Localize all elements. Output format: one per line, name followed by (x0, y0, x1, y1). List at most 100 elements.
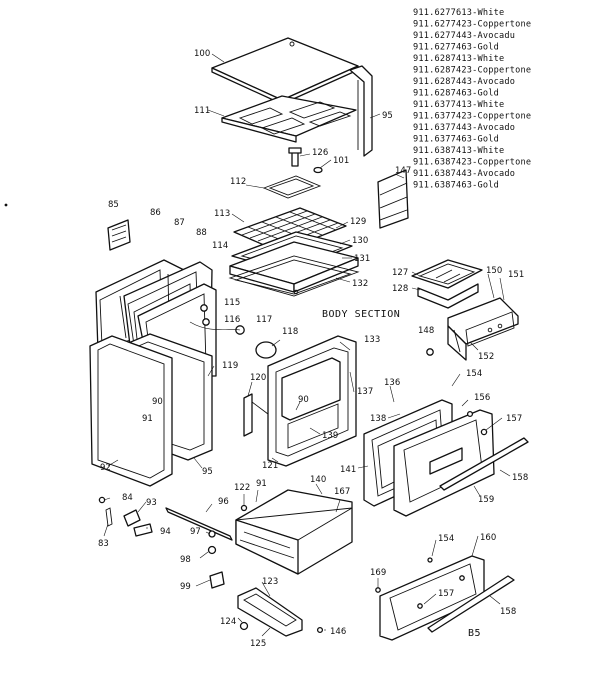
callout-95-lower: 95 (202, 467, 213, 477)
model-4: 911.6277463-Gold (413, 43, 499, 53)
model-10: 911.6377423-Coppertone (413, 112, 531, 122)
callout-154-lower: 154 (438, 534, 454, 544)
model-11: 911.6377443-Avocado (413, 123, 515, 133)
callout-152: 152 (478, 352, 494, 362)
page-code: B5 (468, 628, 481, 639)
callout-112: 112 (230, 177, 246, 187)
callout-84: 84 (122, 493, 133, 503)
parts-154-169 (375, 557, 465, 609)
callout-157-lower: 157 (438, 589, 454, 599)
callout-119: 119 (222, 361, 238, 371)
callout-113: 113 (214, 209, 230, 219)
model-list: 911.6277613-White 911.6277423-Coppertone… (413, 8, 531, 191)
callout-114: 114 (212, 241, 228, 251)
callout-141: 141 (340, 465, 356, 475)
control-panel-150-151-152 (447, 297, 519, 361)
model-15: 911.6387443-Avocado (413, 169, 515, 179)
broiler-drawer-frame-132 (228, 255, 360, 297)
callout-122: 122 (234, 483, 250, 493)
callout-101: 101 (333, 156, 349, 166)
callout-117: 117 (256, 315, 272, 325)
door-outer-159 (393, 409, 495, 517)
model-9: 911.6377413-White (413, 100, 504, 110)
callout-88: 88 (196, 228, 207, 238)
hardware-83-84-93-94 (98, 496, 153, 537)
callout-83: 83 (98, 539, 109, 549)
model-14: 911.6387423-Coppertone (413, 158, 531, 168)
callout-136: 136 (384, 378, 400, 388)
callout-137: 137 (357, 387, 373, 397)
cooktop-100 (211, 37, 359, 105)
thermostat-bulb-126 (288, 147, 302, 167)
callout-118: 118 (282, 327, 298, 337)
callout-160: 160 (480, 533, 496, 543)
fasteners-97-98 (207, 530, 217, 555)
kickplate-99 (209, 571, 225, 589)
handle-158-lower (427, 575, 515, 633)
foot-124 (239, 621, 249, 631)
sub-panel-111 (221, 95, 357, 143)
section-title: BODY SECTION (322, 309, 400, 320)
callout-130: 130 (352, 236, 368, 246)
callout-91-side: 91 (142, 414, 153, 424)
model-13: 911.6387413-White (413, 146, 504, 156)
callout-139: 139 (322, 431, 338, 441)
callout-100: 100 (194, 49, 210, 59)
model-1: 911.6277613-White (413, 8, 504, 18)
callout-97: 97 (190, 527, 201, 537)
clip-101 (313, 166, 323, 174)
callout-90-door: 90 (298, 395, 309, 405)
model-16: 911.6387463-Gold (413, 181, 499, 191)
callout-151: 151 (508, 270, 524, 280)
leader-lines (103, 53, 511, 637)
callout-158-upper: 158 (512, 473, 528, 483)
callout-131: 131 (354, 254, 370, 264)
callout-129: 129 (350, 217, 366, 227)
storage-drawer-140 (235, 489, 353, 575)
callout-91-lower: 91 (256, 479, 267, 489)
stray-mark (4, 203, 8, 207)
callout-85: 85 (108, 200, 119, 210)
callout-87: 87 (174, 218, 185, 228)
door-clip-157-156 (466, 410, 488, 436)
door-handle-158 (439, 437, 529, 491)
callout-116: 116 (224, 315, 240, 325)
callout-115: 115 (224, 298, 240, 308)
model-6: 911.6287423-Coppertone (413, 66, 531, 76)
side-trim-147 (377, 169, 409, 229)
model-2: 911.6277423-Coppertone (413, 20, 531, 30)
callout-133: 133 (364, 335, 380, 345)
callout-123: 123 (262, 577, 278, 587)
callout-154-top: 154 (466, 369, 482, 379)
model-3: 911.6277443-Avocadu (413, 31, 515, 41)
model-8: 911.6287463-Gold (413, 89, 499, 99)
callout-111: 111 (194, 106, 210, 116)
callout-92: 92 (100, 463, 111, 473)
callout-125: 125 (250, 639, 266, 649)
callout-140: 140 (310, 475, 326, 485)
callout-90-side: 90 (152, 397, 163, 407)
heating-element-112 (245, 175, 322, 199)
callout-156: 156 (474, 393, 490, 403)
model-5: 911.6287413-White (413, 54, 504, 64)
bracket-122 (240, 504, 248, 512)
callout-120: 120 (250, 373, 266, 383)
callout-169: 169 (370, 568, 386, 578)
roaster-pan-127-128 (411, 259, 483, 309)
callout-95: 95 (382, 111, 393, 121)
callout-numbers: 100 111 95 126 101 112 147 113 129 130 1… (98, 49, 528, 649)
callout-146: 146 (330, 627, 346, 637)
backguard-95 (349, 65, 373, 157)
callout-121: 121 (262, 461, 278, 471)
callout-99: 99 (180, 582, 191, 592)
callout-127: 127 (392, 268, 408, 278)
callout-157-top: 157 (506, 414, 522, 424)
model-7: 911.6287443-Avocado (413, 77, 515, 87)
screw-146 (316, 626, 324, 634)
callout-86: 86 (150, 208, 161, 218)
callout-124: 124 (220, 617, 236, 627)
callout-148: 148 (418, 326, 434, 336)
callout-94: 94 (160, 527, 171, 537)
callout-126: 126 (312, 148, 328, 158)
